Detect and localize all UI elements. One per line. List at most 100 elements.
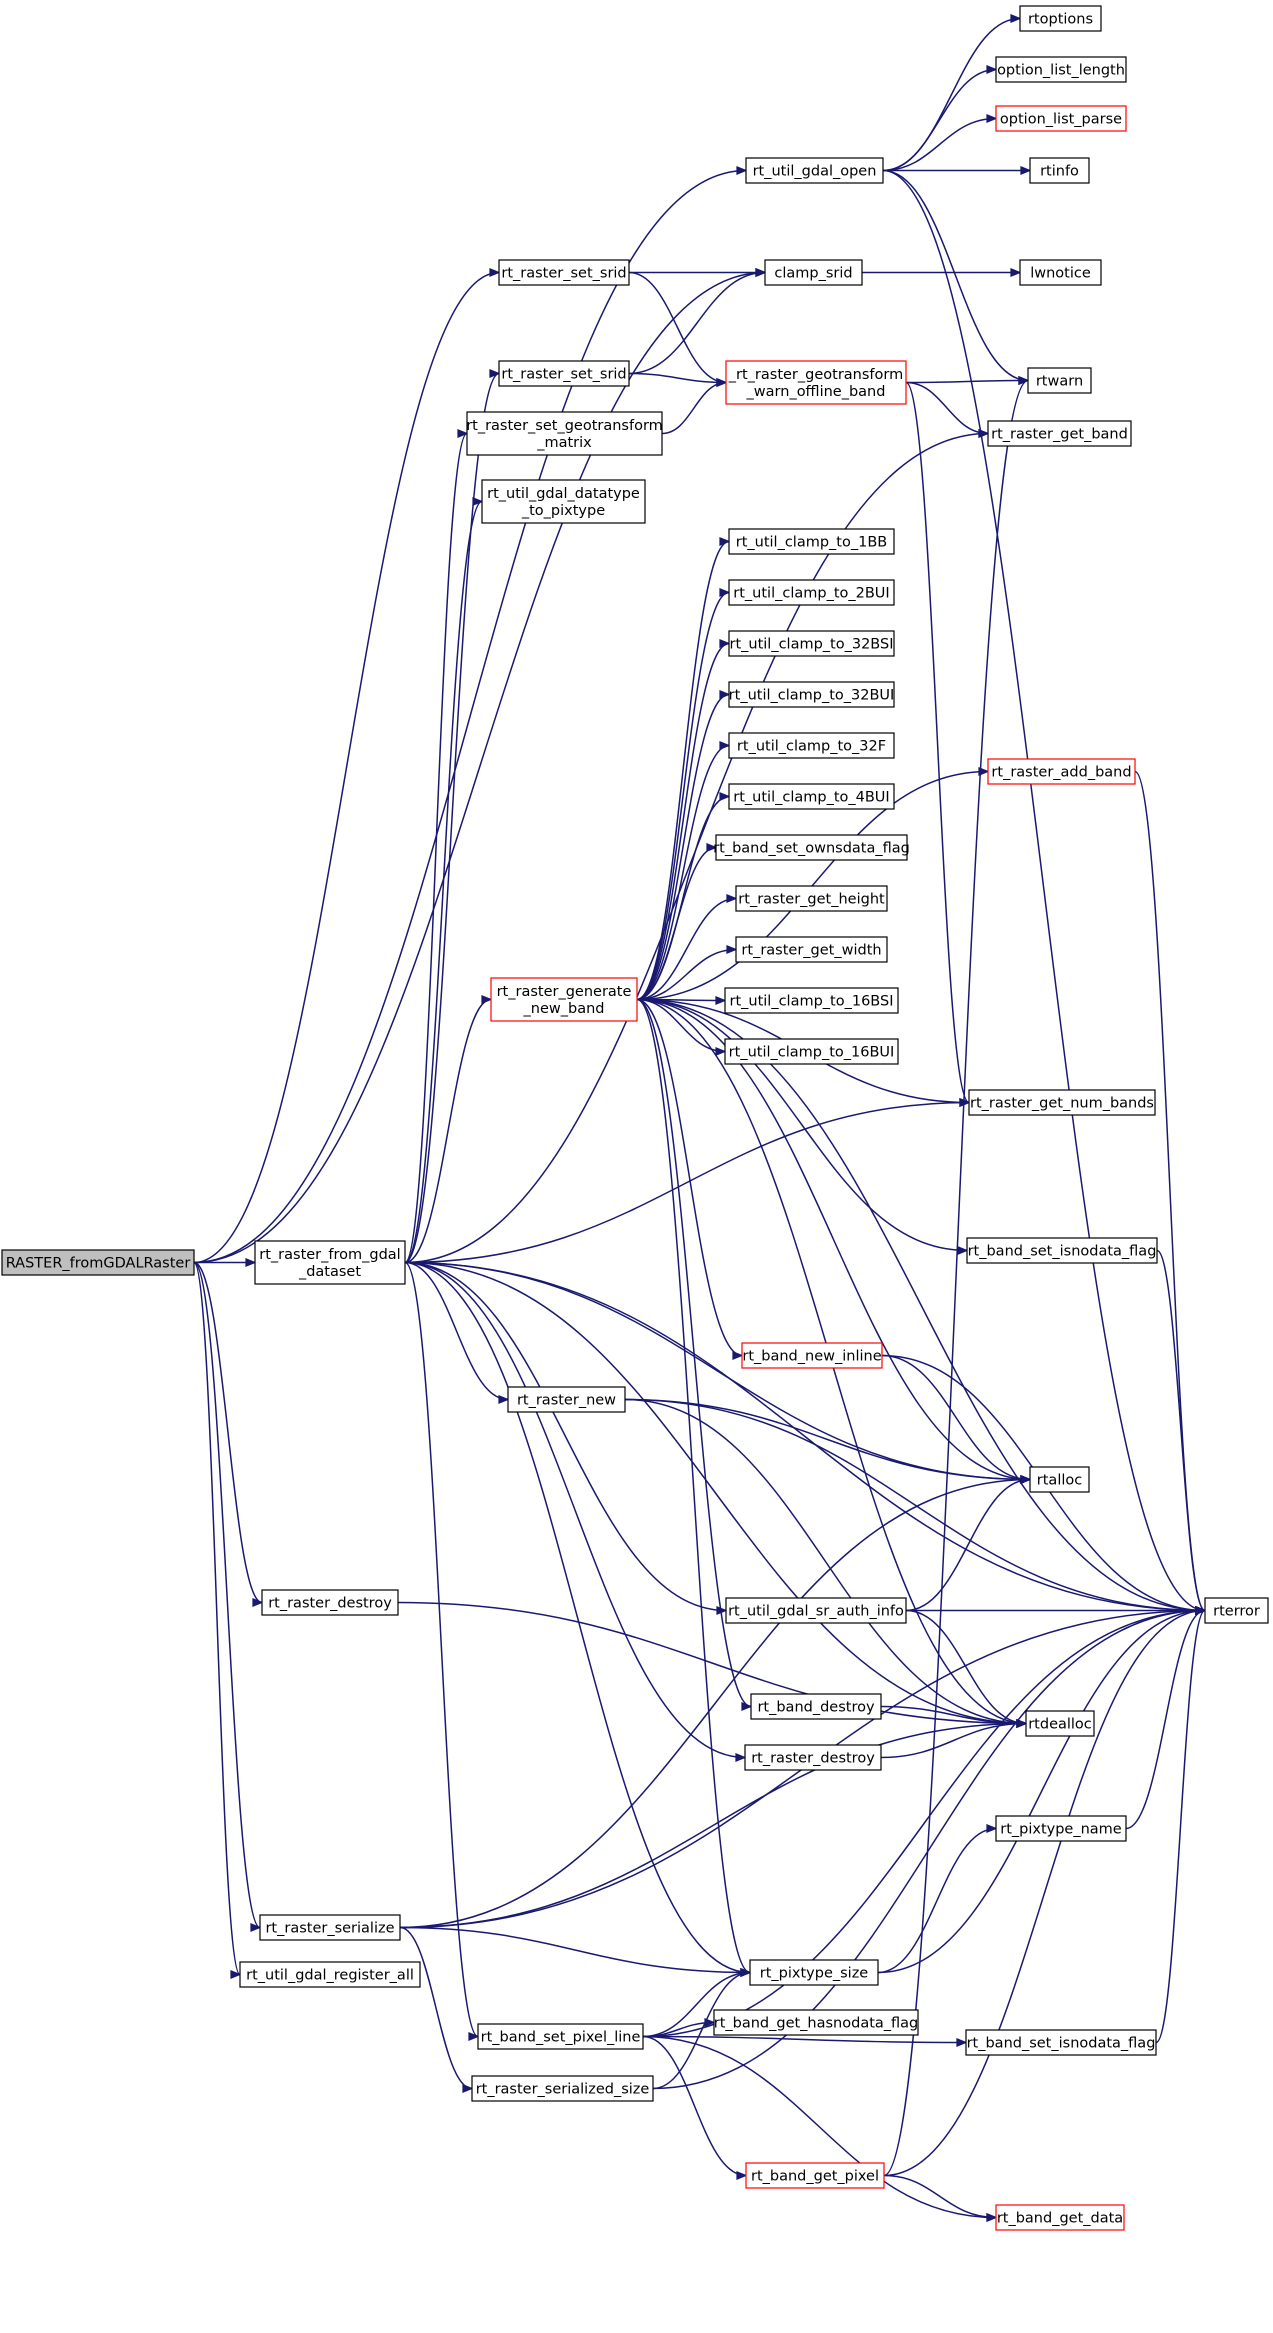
edge-gen_band-to-get_w	[636, 948, 737, 1001]
arrowhead-get_pixel-to-rtwarn	[1018, 376, 1030, 385]
node-opt_len[interactable]: option_list_length	[995, 56, 1127, 83]
node-label: rt_band_new_inline	[742, 1349, 881, 1365]
edge-sr_auth-to-rtalloc	[905, 1478, 1031, 1612]
node-rterror[interactable]: rterror	[1204, 1597, 1269, 1624]
node-get_w[interactable]: rt_raster_get_width	[735, 936, 888, 963]
node-ser_size[interactable]: rt_raster_serialized_size	[471, 2075, 654, 2102]
node-pix_size[interactable]: rt_pixtype_size	[749, 1959, 879, 1986]
edge-gdal_open-to-rterror	[882, 169, 1206, 1612]
node-rtwarn[interactable]: rtwarn	[1027, 367, 1092, 394]
node-num_bands[interactable]: rt_raster_get_num_bands	[968, 1089, 1156, 1116]
edge-gdal_open-to-opt_len	[882, 68, 997, 172]
node-raster_new[interactable]: rt_raster_new	[507, 1386, 626, 1413]
node-root[interactable]: RASTER_fromGDALRaster	[1, 1249, 195, 1276]
node-c32bui[interactable]: rt_util_clamp_to_32BUI	[728, 681, 895, 708]
node-c32bsi[interactable]: rt_util_clamp_to_32BSI	[728, 630, 895, 657]
edge-set_geomat-to-geo_warn	[661, 381, 727, 435]
node-set_srid1[interactable]: rt_raster_set_srid	[498, 259, 630, 286]
node-serialize[interactable]: rt_raster_serialize	[259, 1914, 401, 1941]
node-destroy_m[interactable]: rt_raster_destroy	[744, 1744, 882, 1771]
edge-serialize-to-rtalloc	[399, 1478, 1031, 1929]
edge-root-to-destroy_l	[193, 1261, 263, 1604]
node-label: rt_util_clamp_to_32BUI	[729, 688, 895, 704]
node-box	[735, 936, 888, 963]
node-label: rt_util_clamp_to_16BUI	[729, 1045, 895, 1061]
node-add_band[interactable]: rt_raster_add_band	[987, 758, 1136, 785]
node-dt_pix[interactable]: rt_util_gdal_datatype_to_pixtype	[481, 479, 646, 524]
node-label: rt_raster_destroy	[268, 1596, 392, 1612]
node-get_band[interactable]: rt_raster_get_band	[987, 420, 1132, 447]
edge-gen_band-to-c16bui	[636, 998, 726, 1053]
node-rtoptions[interactable]: rtoptions	[1019, 5, 1102, 32]
node-box	[728, 528, 895, 555]
node-isnodata2[interactable]: rt_band_set_isnodata_flag	[965, 2029, 1157, 2056]
edge-raster_new-to-rtdealloc	[624, 1398, 1027, 1725]
edge-pix_name-to-rterror	[1125, 1609, 1206, 1830]
edge-from_gdal-to-destroy_m	[404, 1261, 746, 1759]
node-get_pixel[interactable]: rt_band_get_pixel	[745, 2162, 885, 2189]
node-set_geomat[interactable]: rt_raster_set_geotransform_matrix	[466, 411, 663, 456]
arrowhead-set_geomat-to-geo_warn	[716, 378, 728, 387]
node-label: rt_raster_generate	[497, 984, 632, 1000]
node-label: rt_raster_serialize	[265, 1921, 394, 1937]
node-geo_warn[interactable]: _rt_raster_geotransform_warn_offline_ban…	[725, 360, 907, 405]
node-c16bui[interactable]: rt_util_clamp_to_16BUI	[724, 1038, 899, 1065]
node-reg_all[interactable]: rt_util_gdal_register_all	[239, 1961, 421, 1988]
node-lwnotice[interactable]: lwnotice	[1019, 259, 1102, 286]
node-label: rtinfo	[1040, 164, 1079, 180]
arrowhead-gdal_open-to-rtoptions	[1010, 14, 1022, 23]
node-box	[995, 105, 1127, 132]
node-c32f[interactable]: rt_util_clamp_to_32F	[728, 732, 895, 759]
edge-add_band-to-rterror	[1134, 770, 1206, 1612]
node-isnodata1[interactable]: rt_band_set_isnodata_flag	[966, 1237, 1158, 1264]
node-pix_name[interactable]: rt_pixtype_name	[995, 1815, 1127, 1842]
node-box	[466, 411, 663, 456]
node-c4bui[interactable]: rt_util_clamp_to_4BUI	[728, 783, 895, 810]
node-destroy_l[interactable]: rt_raster_destroy	[261, 1589, 399, 1616]
arrowhead-clamp_srid-to-lwnotice	[1010, 268, 1022, 277]
node-hasnodata[interactable]: rt_band_get_hasnodata_flag	[713, 2009, 919, 2036]
node-label: option_list_parse	[1000, 112, 1122, 128]
edge-ser_size-to-pix_size	[652, 1971, 751, 2090]
node-opt_parse[interactable]: option_list_parse	[995, 105, 1127, 132]
node-label: rt_raster_get_width	[741, 943, 881, 959]
arrowhead-gen_band-to-get_h	[726, 894, 738, 903]
node-label: _matrix	[536, 435, 592, 451]
edge-from_gdal-to-gen_band	[404, 998, 492, 1264]
arrowhead-gen_band-to-c32f	[719, 741, 731, 750]
node-label: rt_raster_from_gdal	[259, 1247, 400, 1263]
node-band_destroy[interactable]: rt_band_destroy	[750, 1693, 882, 1720]
node-owns[interactable]: rt_band_set_ownsdata_flag	[713, 834, 910, 861]
node-label: rt_util_gdal_datatype	[487, 486, 640, 502]
node-box	[987, 758, 1136, 785]
node-rtinfo[interactable]: rtinfo	[1029, 157, 1090, 184]
node-gen_band[interactable]: rt_raster_generate_new_band	[490, 977, 638, 1022]
arrowhead-gen_band-to-c32bsi	[719, 639, 731, 648]
node-box	[749, 1959, 879, 1986]
node-box	[507, 1386, 626, 1413]
arrowhead-gen_band-to-new_inline	[732, 1351, 744, 1360]
node-set_pixline[interactable]: rt_band_set_pixel_line	[477, 2023, 644, 2050]
node-box	[745, 157, 884, 184]
node-sr_auth[interactable]: rt_util_gdal_sr_auth_info	[725, 1597, 907, 1624]
node-rtdealloc[interactable]: rtdealloc	[1025, 1710, 1095, 1737]
node-new_inline[interactable]: rt_band_new_inline	[741, 1342, 883, 1369]
node-set_srid2[interactable]: rt_raster_set_srid	[498, 360, 630, 387]
node-box	[728, 630, 895, 657]
node-get_h[interactable]: rt_raster_get_height	[735, 885, 888, 912]
node-label: rt_util_gdal_register_all	[246, 1968, 414, 1984]
edge-set_pixline-to-hasnodata	[642, 2021, 715, 2038]
edge-sr_auth-to-rtdealloc	[905, 1609, 1027, 1725]
arrowhead-gen_band-to-c16bui	[715, 1047, 727, 1056]
node-rtalloc[interactable]: rtalloc	[1029, 1466, 1090, 1493]
node-get_data[interactable]: rt_band_get_data	[995, 2204, 1125, 2231]
node-c16bsi[interactable]: rt_util_clamp_to_16BSI	[724, 987, 899, 1014]
nodes: RASTER_fromGDALRaster rt_raster_from_gdal…	[1, 5, 1269, 2231]
edge-gen_band-to-new_inline	[636, 998, 743, 1357]
node-gdal_open[interactable]: rt_util_gdal_open	[745, 157, 884, 184]
node-from_gdal[interactable]: rt_raster_from_gdal_dataset	[254, 1240, 406, 1285]
node-c1bb[interactable]: rt_util_clamp_to_1BB	[728, 528, 895, 555]
node-clamp_srid[interactable]: clamp_srid	[764, 259, 863, 286]
node-c2bui[interactable]: rt_util_clamp_to_2BUI	[728, 579, 895, 606]
edge-new_inline-to-rtalloc	[881, 1354, 1031, 1481]
